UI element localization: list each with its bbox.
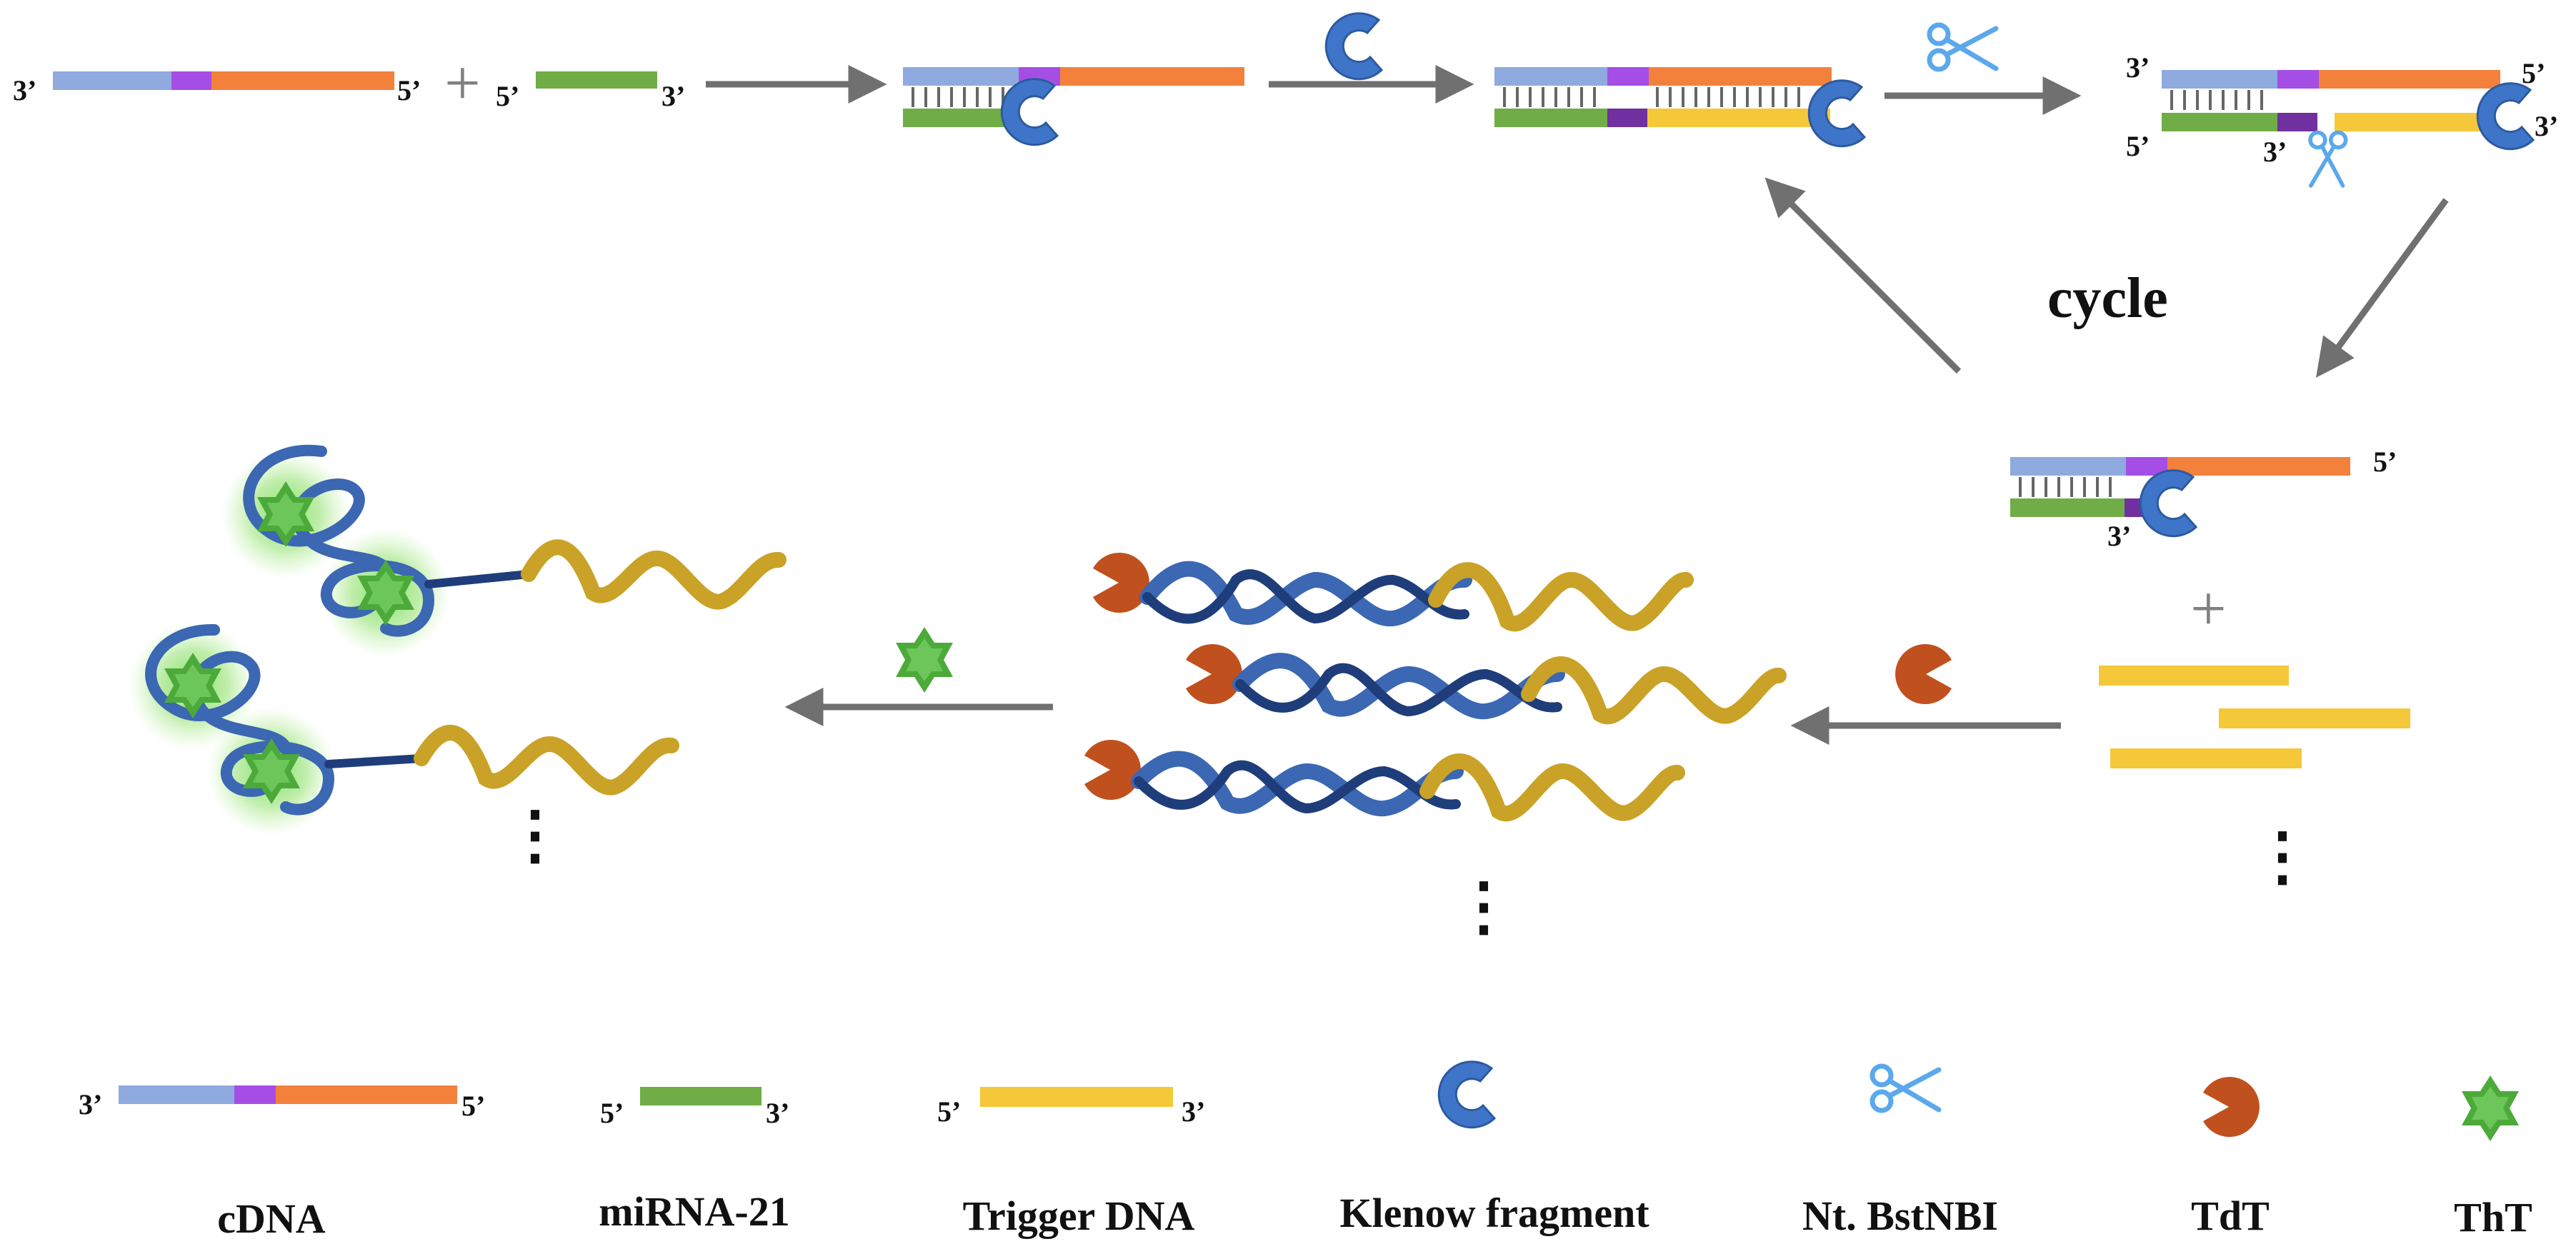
klenow-fragment-icon — [2139, 469, 2197, 538]
stage7-tht-complexes — [129, 444, 787, 836]
scissors-icon — [2310, 133, 2346, 186]
tht-star-icon — [2462, 1075, 2519, 1141]
legend: 3’ 5’ cDNA 5’ 3’ miRNA-21 5’ 3’ Trigger … — [79, 1060, 2532, 1242]
prime-3-label: 3’ — [2126, 51, 2150, 84]
legend-label-trigger: Trigger DNA — [963, 1193, 1195, 1239]
legend-label-nickase: Nt. BstNBI — [1802, 1193, 1998, 1239]
klenow-fragment-icon — [2476, 82, 2535, 151]
stage1-mirna: 5’ 3’ — [496, 71, 685, 112]
prime-5-label: 5’ — [2373, 446, 2397, 478]
prime-3-label: 3’ — [13, 74, 36, 106]
released-trigger-strands — [2099, 666, 2410, 768]
legend-nickase: Nt. BstNBI — [1802, 1066, 1998, 1239]
prime-5-label: 5’ — [496, 80, 519, 112]
klenow-fragment-icon — [1324, 12, 1383, 81]
klenow-fragment-icon — [1807, 79, 1866, 148]
prime-3-label: 3’ — [766, 1097, 789, 1129]
stage2-hybrid — [903, 67, 1244, 146]
scissors-icon — [1929, 25, 1996, 69]
legend-label-tdt: TdT — [2191, 1193, 2270, 1239]
prime-3-label: 3’ — [2535, 110, 2558, 142]
scissors-icon — [1872, 1066, 1939, 1110]
plus-sign: + — [444, 48, 481, 119]
tdt-pacman-icon — [1895, 644, 1952, 704]
prime-3-label: 3’ — [2107, 520, 2131, 552]
stage1-cdna: 3’ 5’ — [13, 71, 421, 106]
klenow-fragment-icon — [1437, 1060, 1496, 1129]
arrow-cycle-up — [1764, 177, 1962, 374]
prime-3-label: 3’ — [1182, 1095, 1205, 1128]
legend-label-klenow: Klenow fragment — [1339, 1190, 1649, 1236]
stage3-extended-duplex — [1494, 67, 1866, 148]
arrows — [706, 65, 2449, 745]
legend-label-mirna: miRNA-21 — [599, 1188, 789, 1235]
stage6-extended-helices — [1084, 553, 1787, 821]
legend-mirna: 5’ 3’ miRNA-21 — [599, 1087, 790, 1235]
ellipsis-dots: ⋮ — [1452, 872, 1516, 943]
stage4-nicked-duplex: 3’ 5’ 5’ 3’ 3’ — [2126, 51, 2558, 186]
plus-sign: + — [2190, 573, 2227, 644]
klenow-fragment-icon — [1000, 78, 1059, 146]
prime-5-label: 5’ — [2126, 130, 2150, 162]
ellipsis-dots: ⋮ — [2250, 822, 2315, 893]
legend-label-cdna: cDNA — [217, 1195, 326, 1242]
cycle-label: cycle — [2047, 267, 2168, 330]
legend-tht: ThT — [2454, 1075, 2532, 1240]
legend-klenow: Klenow fragment — [1339, 1060, 1649, 1236]
prime-5-label: 5’ — [397, 74, 421, 106]
prime-3-label: 3’ — [79, 1088, 102, 1120]
prime-5-label: 5’ — [600, 1097, 624, 1129]
prime-5-label: 5’ — [461, 1090, 485, 1122]
stage5-regenerated-duplex: 5’ 3’ — [2010, 446, 2397, 552]
prime-5-label: 5’ — [2522, 57, 2545, 89]
prime-5-label: 5’ — [937, 1095, 961, 1128]
ellipsis-dots: ⋮ — [503, 801, 567, 871]
legend-trigger: 5’ 3’ Trigger DNA — [937, 1087, 1205, 1239]
tdt-pacman-icon — [2203, 1077, 2260, 1137]
arrow-cycle-down — [2316, 198, 2449, 378]
prime-3-label: 3’ — [2263, 136, 2287, 168]
prime-3-label: 3’ — [662, 80, 685, 112]
legend-tdt: TdT — [2191, 1077, 2270, 1239]
tht-star-icon — [896, 627, 953, 693]
legend-label-tht: ThT — [2454, 1194, 2532, 1240]
legend-cdna: 3’ 5’ cDNA — [79, 1085, 485, 1242]
